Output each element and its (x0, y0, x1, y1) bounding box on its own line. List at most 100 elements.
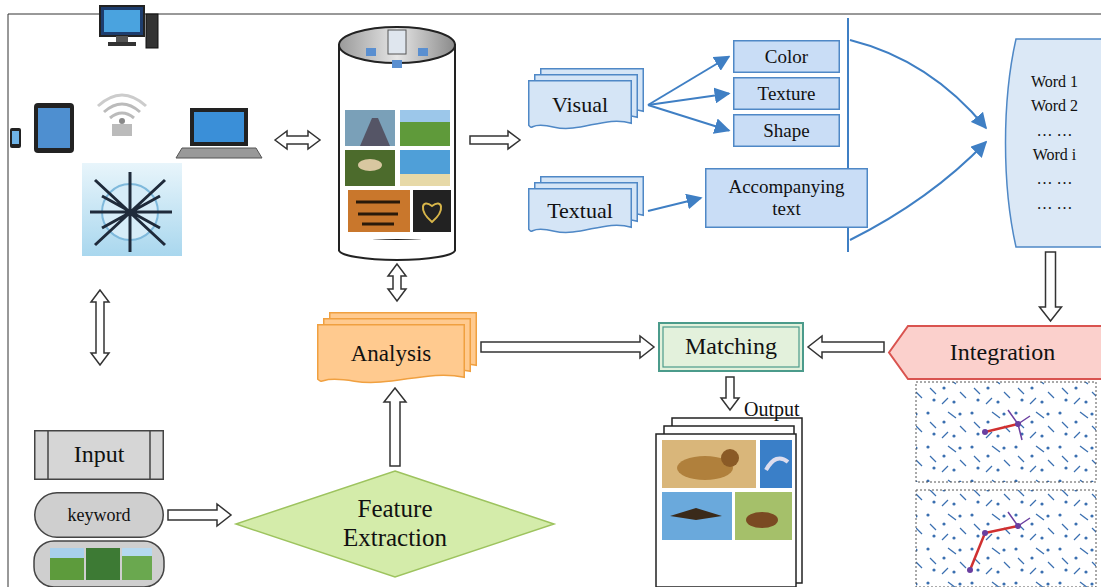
desktop-computer-icon (100, 6, 144, 36)
block-arrow (721, 377, 739, 410)
output-images (721, 449, 739, 467)
database-cylinder (423, 203, 441, 222)
double-arrow (388, 264, 406, 301)
double-arrow (275, 131, 320, 149)
word-list-outline (1000, 38, 1101, 248)
wifi-router-icon (119, 118, 125, 124)
double-arrow (275, 131, 320, 149)
wifi-router-icon (98, 95, 146, 106)
node-text: Integration (950, 339, 1055, 367)
bracket-line (850, 142, 986, 240)
neighbor-graph (916, 490, 1096, 587)
block-arrow (721, 377, 739, 410)
process-hexagon-outline (889, 326, 1101, 379)
database-cylinder (392, 60, 402, 68)
process-stack: Analysis (317, 312, 477, 384)
database-cylinder (400, 150, 450, 186)
phone-icon (10, 128, 21, 148)
phone-icon (12, 131, 19, 144)
feature-box-outline (734, 78, 840, 110)
wifi-router-icon (112, 124, 132, 136)
output-images (735, 492, 792, 540)
neighbor-graph (982, 530, 988, 536)
output-images (656, 418, 802, 587)
database-cylinder (400, 110, 450, 146)
input-box: Input (34, 430, 164, 480)
globe-network-image (90, 172, 172, 252)
connector-arrow (648, 94, 729, 106)
database-cylinder (400, 174, 450, 186)
bracket-line (848, 18, 986, 252)
neighbor-graph (982, 429, 988, 435)
node-text: Shape (763, 120, 809, 142)
database-cylinder (358, 159, 382, 171)
neighbor-graph (985, 526, 1018, 533)
category-stack-outline (529, 81, 632, 129)
desktop-computer-icon (108, 42, 136, 46)
neighbor-graph (916, 490, 1096, 587)
desktop-computer-icon (104, 10, 140, 32)
tablet-icon (38, 108, 70, 148)
bracket-line (850, 40, 986, 128)
desktop-computer-icon (116, 36, 128, 42)
output-images (670, 508, 722, 520)
desktop-computer-icon (100, 6, 158, 48)
database-cylinder (356, 202, 400, 224)
feature-box-outline (734, 115, 840, 147)
frame-line (8, 14, 1101, 587)
database-cylinder (366, 48, 376, 56)
globe-network-image (82, 163, 182, 256)
neighbor-graph (967, 567, 973, 573)
wifi-router-icon (104, 104, 140, 112)
laptop-icon (176, 108, 262, 158)
category-stack: Textual (528, 176, 644, 234)
connector-arrow (648, 105, 729, 131)
node-text: Visual (552, 92, 608, 117)
neighbor-graph (916, 382, 1096, 482)
image-strip (50, 548, 84, 558)
double-arrow (91, 290, 109, 365)
database-cylinder (339, 240, 455, 260)
node-text: Textual (547, 198, 613, 223)
word-list-outline (1006, 39, 1101, 247)
image-strip (34, 541, 164, 587)
database-cylinder (339, 45, 455, 250)
output-images (766, 458, 788, 470)
double-arrow (388, 264, 406, 301)
database-cylinder (339, 27, 455, 63)
globe-network-image (82, 163, 182, 256)
process-hexagon: Integration (888, 325, 1101, 380)
node-text: Feature Extraction (310, 495, 480, 553)
decision-diamond-outline (236, 471, 554, 577)
block-arrow (384, 388, 406, 466)
node-text: Input (74, 441, 125, 469)
block-arrow (470, 131, 520, 149)
block-arrow (808, 336, 884, 358)
block-arrow (481, 336, 654, 358)
category-stack: Visual (528, 68, 644, 130)
feature-box: Shape (733, 114, 840, 147)
database-cylinder (345, 150, 395, 186)
process-stack-outline (318, 325, 465, 383)
laptop-icon (176, 148, 262, 158)
node-text: Word 2 (1031, 97, 1078, 115)
category-stack-outline (529, 189, 632, 233)
database-cylinder (360, 118, 390, 146)
feature-box-outline (734, 41, 840, 73)
output-images (746, 512, 778, 528)
database-cylinder (388, 30, 406, 54)
decision-diamond: Feature Extraction (235, 470, 555, 578)
block-arrow (470, 131, 520, 149)
database-cylinder (339, 27, 455, 260)
node-text: Accompanying text (719, 176, 854, 220)
neighbor-graph (1008, 410, 1030, 440)
keyword-pill: keyword (34, 492, 164, 538)
process-box: Matching (658, 322, 804, 372)
feature-box: Color (733, 40, 840, 73)
frame-line (8, 14, 1101, 587)
node-text: Color (765, 46, 808, 68)
block-arrow (1040, 252, 1062, 321)
feature-box: Texture (733, 77, 840, 110)
node-text: … … (1037, 122, 1073, 140)
desktop-computer-icon (146, 14, 158, 48)
